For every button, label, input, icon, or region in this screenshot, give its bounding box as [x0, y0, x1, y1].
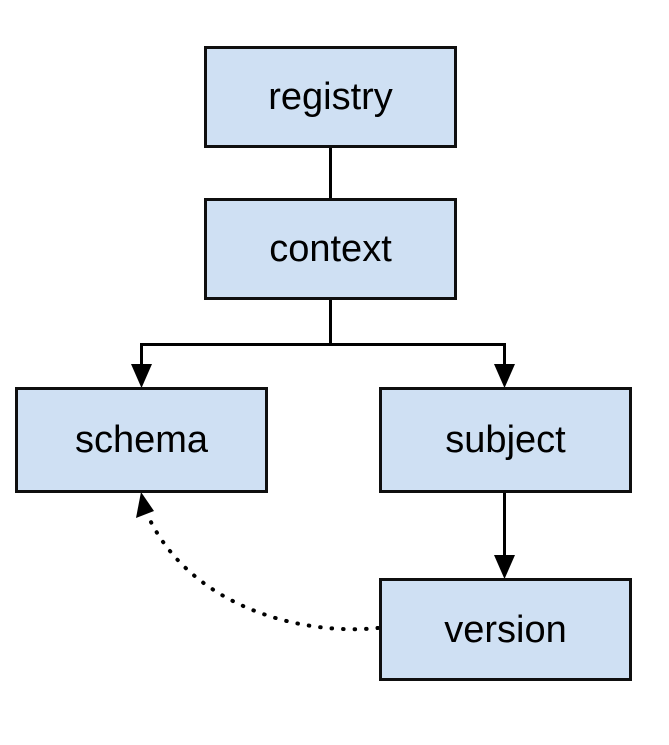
- edge-version-to-schema-arrowhead: [136, 492, 154, 518]
- node-version[interactable]: version: [379, 578, 632, 681]
- edge-context-to-schema-arrowhead: [131, 364, 152, 388]
- node-schema[interactable]: schema: [15, 387, 268, 493]
- node-version-label: version: [444, 608, 567, 651]
- node-registry-label: registry: [268, 76, 393, 118]
- node-context-label: context: [269, 228, 392, 270]
- edge-version-to-schema-curve: [146, 514, 380, 632]
- node-subject-label: subject: [445, 419, 566, 461]
- node-subject[interactable]: subject: [379, 387, 632, 493]
- node-context[interactable]: context: [204, 198, 457, 300]
- edge-context-to-subject-arrowhead: [494, 364, 515, 388]
- edge-subject-to-version-arrowhead: [494, 555, 515, 579]
- node-schema-label: schema: [74, 419, 209, 461]
- node-registry[interactable]: registry: [204, 46, 457, 148]
